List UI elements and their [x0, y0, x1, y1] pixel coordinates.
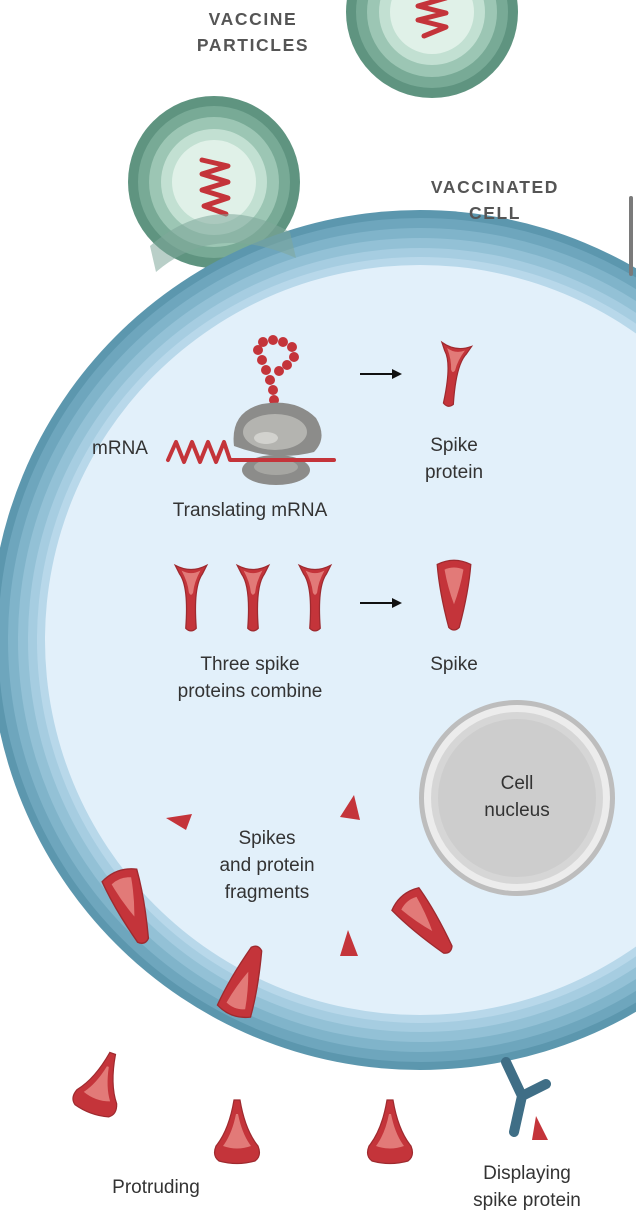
antibody-icon	[501, 1057, 551, 1140]
mrna-strand	[166, 440, 336, 464]
spike-fragments	[99, 795, 464, 1022]
mrna-coil-icon	[415, 0, 449, 39]
vaccine-particle-top	[346, 0, 518, 98]
right-arrow-icon	[360, 369, 402, 379]
peptide-chain	[253, 335, 299, 405]
vaccine-particle-fusing	[128, 96, 300, 268]
cell-nucleus	[419, 700, 615, 896]
mrna-coil-icon	[199, 157, 231, 217]
ribosome-icon	[233, 402, 322, 485]
right-arrow-icon	[360, 598, 402, 608]
vaccinated-cell	[0, 210, 636, 1070]
translating-mrna-label: Translating mRNA	[172, 500, 328, 521]
spike-label: Spike	[430, 654, 478, 675]
mrna-label: mRNA	[92, 438, 148, 459]
scrollbar[interactable]	[629, 196, 633, 276]
protruding-label: Protruding	[112, 1177, 200, 1198]
translation-complex	[166, 335, 336, 485]
